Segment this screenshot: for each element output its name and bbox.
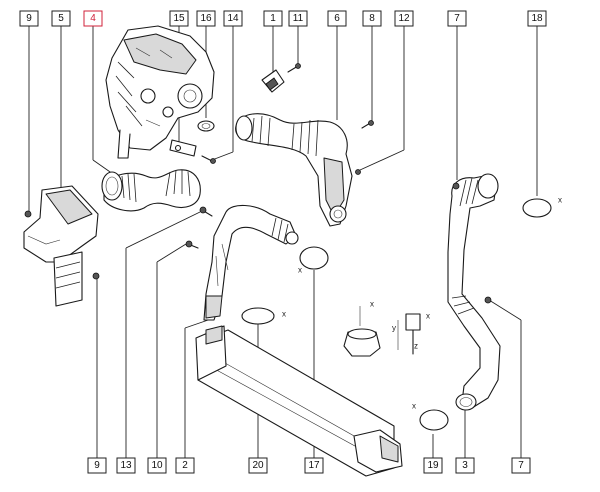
callout-7-bottom: 7 xyxy=(511,457,531,474)
svg-text:15: 15 xyxy=(173,13,185,24)
bracket-15 xyxy=(169,139,197,157)
callout-16: 16 xyxy=(196,10,216,27)
axis-x-19: x xyxy=(412,402,416,411)
callout-13: 13 xyxy=(116,457,136,474)
clip-7-top xyxy=(452,182,460,190)
svg-text:7: 7 xyxy=(518,460,524,471)
svg-text:1: 1 xyxy=(270,13,276,24)
svg-text:10: 10 xyxy=(151,460,163,471)
hose-6 xyxy=(235,113,353,227)
callout-17: 17 xyxy=(304,457,324,474)
axis-x-cluster-b: x xyxy=(426,312,430,321)
callout-10: 10 xyxy=(147,457,167,474)
callout-19: 19 xyxy=(423,457,443,474)
axis-y-cluster: y xyxy=(392,324,396,333)
svg-text:2: 2 xyxy=(182,460,188,471)
svg-text:8: 8 xyxy=(369,13,375,24)
callout-5: 5 xyxy=(51,10,71,27)
bolt-10 xyxy=(185,240,199,249)
gasket-16 xyxy=(197,120,215,132)
svg-text:20: 20 xyxy=(252,460,264,471)
svg-text:14: 14 xyxy=(227,13,239,24)
axis-x-17: x xyxy=(298,266,302,275)
callout-4-highlighted: 4 xyxy=(83,10,103,27)
callout-14: 14 xyxy=(223,10,243,27)
bolt-11 xyxy=(287,63,301,73)
callout-18: 18 xyxy=(527,10,547,27)
callout-7-top: 7 xyxy=(447,10,467,27)
svg-text:4: 4 xyxy=(90,13,96,24)
clip-7-bottom xyxy=(484,296,492,304)
callout-3: 3 xyxy=(455,457,475,474)
bolt-13 xyxy=(199,206,213,217)
sensor-1 xyxy=(261,69,285,93)
clip-9-top xyxy=(24,210,32,218)
svg-text:11: 11 xyxy=(293,13,304,24)
turbocharger-assembly xyxy=(105,25,215,159)
hose-3 xyxy=(447,173,501,411)
clip-9-bottom xyxy=(92,272,100,280)
callout-1: 1 xyxy=(263,10,283,27)
axis-x-cluster-a: x xyxy=(370,300,374,309)
air-duct-5 xyxy=(23,185,99,307)
callout-8: 8 xyxy=(362,10,382,27)
clip-12 xyxy=(355,169,361,175)
gasket-19 xyxy=(419,409,449,431)
svg-text:9: 9 xyxy=(26,13,32,24)
callout-2: 2 xyxy=(175,457,195,474)
axis-z-cluster: z xyxy=(414,342,418,351)
bolt-8 xyxy=(361,120,374,129)
gasket-17 xyxy=(299,246,329,270)
svg-text:16: 16 xyxy=(200,13,212,24)
hose-4 xyxy=(101,169,201,212)
svg-text:3: 3 xyxy=(462,460,468,471)
svg-text:6: 6 xyxy=(334,13,340,24)
axis-x-20: x xyxy=(282,310,286,319)
svg-text:17: 17 xyxy=(308,460,320,471)
callout-15: 15 xyxy=(169,10,189,27)
intercooler xyxy=(195,325,403,477)
svg-text:5: 5 xyxy=(58,13,64,24)
callout-12: 12 xyxy=(394,10,414,27)
axis-x-18: x xyxy=(558,196,562,205)
svg-text:12: 12 xyxy=(398,13,410,24)
pipe-2 xyxy=(203,204,299,321)
svg-text:18: 18 xyxy=(531,13,543,24)
svg-text:7: 7 xyxy=(454,13,460,24)
callout-6: 6 xyxy=(327,10,347,27)
svg-text:19: 19 xyxy=(427,460,439,471)
svg-text:9: 9 xyxy=(94,460,100,471)
svg-text:13: 13 xyxy=(120,460,132,471)
gasket-18 xyxy=(522,198,552,218)
callout-9-bottom: 9 xyxy=(87,457,107,474)
callout-11: 11 xyxy=(288,10,308,27)
callout-20: 20 xyxy=(248,457,268,474)
fastener-cluster xyxy=(343,306,421,357)
bolt-14 xyxy=(201,155,216,164)
callout-9-top: 9 xyxy=(19,10,39,27)
gasket-20 xyxy=(241,307,275,325)
